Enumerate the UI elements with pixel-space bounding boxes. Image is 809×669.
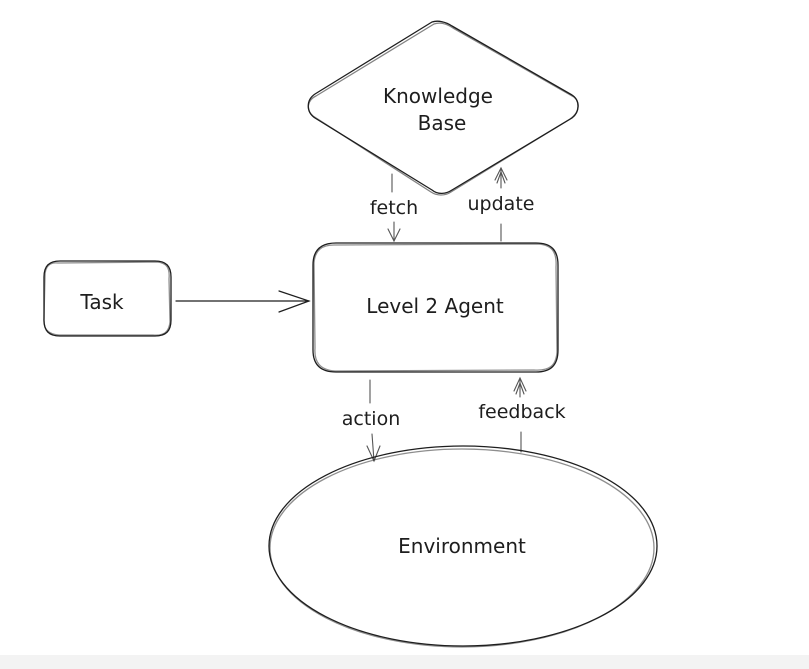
fetch-arrow: fetch (370, 173, 418, 243)
knowledge-base-node[interactable]: Knowledge Base (307, 20, 579, 196)
fetch-label: fetch (370, 197, 418, 219)
agent-node[interactable]: Level 2 Agent (312, 242, 559, 373)
agent-label: Level 2 Agent (366, 294, 504, 318)
knowledge-base-label-line1: Knowledge (383, 84, 493, 108)
environment-label: Environment (398, 534, 526, 558)
knowledge-base-label-line2: Base (418, 111, 467, 135)
feedback-arrow: feedback (478, 376, 566, 453)
task-label: Task (79, 290, 124, 314)
update-label: update (468, 193, 535, 215)
bottom-strip (0, 655, 809, 669)
task-to-agent-arrow (175, 290, 311, 313)
task-node[interactable]: Task (43, 260, 172, 337)
action-label: action (342, 408, 400, 430)
environment-node[interactable]: Environment (268, 445, 658, 648)
feedback-label: feedback (478, 401, 565, 423)
update-arrow: update (468, 166, 535, 242)
action-arrow: action (342, 379, 400, 463)
